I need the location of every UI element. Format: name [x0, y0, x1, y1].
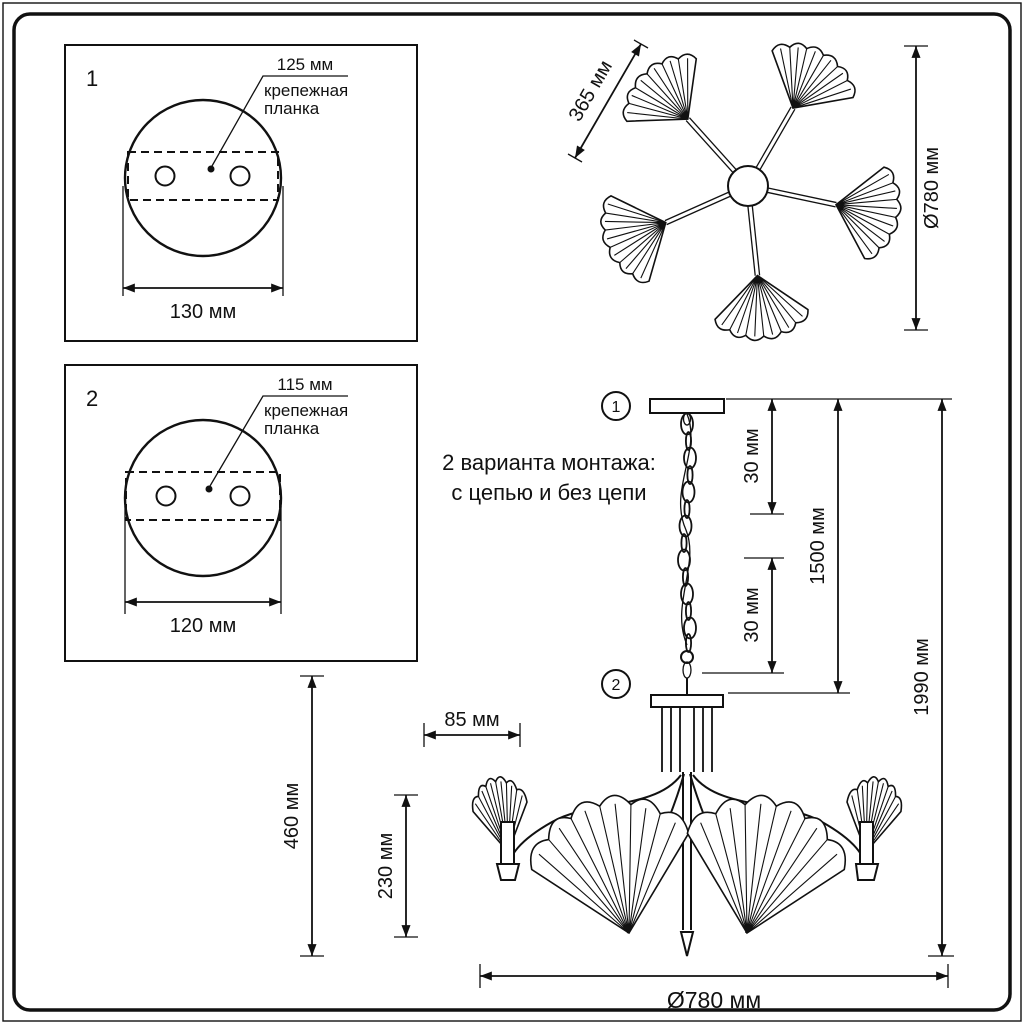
ceiling-canopy — [649, 398, 725, 414]
canopy-height-label: 30 мм — [741, 428, 763, 483]
inner-frame — [12, 12, 1012, 1012]
arm — [586, 178, 731, 293]
mount-option-2-marker — [601, 669, 631, 699]
panel-2-mounting-plate: 2 115 мм крепежная планка 120 мм — [64, 364, 418, 662]
candle — [859, 821, 874, 865]
chain-link — [682, 661, 692, 679]
body-top-plate — [650, 694, 724, 708]
hole-spacing-label-1: 125 мм — [277, 55, 333, 74]
rod-cluster — [661, 707, 713, 772]
mount-option-2-label: 2 — [612, 677, 621, 694]
body-height-label: 460 мм — [281, 783, 303, 849]
candle — [500, 821, 515, 865]
mount-option-1-label: 1 — [612, 399, 621, 416]
center-hub — [727, 165, 769, 207]
panel-1-mounting-plate: 1 125 мм крепежная планка 130 мм — [64, 44, 418, 342]
chandelier-top-view: 365 мм Ø780 мм — [565, 27, 943, 346]
screw-hole — [229, 165, 251, 187]
arm-length-label: 365 мм — [565, 57, 617, 126]
mounting-bar-dashed-1 — [127, 151, 279, 201]
ginkgo-leaf — [586, 178, 686, 293]
candle-cup — [854, 863, 880, 881]
plate-label-line1: крепежная — [264, 81, 348, 100]
arm — [709, 205, 812, 346]
offset-label: 85 мм — [444, 709, 499, 731]
leader-line — [209, 395, 348, 487]
hole-spacing-label-2: 115 мм — [277, 375, 332, 394]
leader-line — [211, 75, 348, 167]
screw-hole — [154, 165, 176, 187]
panel-1-number: 1 — [86, 66, 98, 91]
ginkgo-leaf — [825, 157, 910, 265]
side-diameter-label: Ø780 мм — [667, 987, 761, 1013]
canopy-width-label-1: 130 мм — [170, 301, 236, 323]
canopy-circle-1 — [123, 98, 283, 258]
plate-label-line2: планка — [264, 99, 320, 118]
mounting-note-line2: с цепью и без цепи — [451, 480, 646, 505]
total-height-label: 1990 мм — [911, 638, 933, 716]
ginkgo-leaf — [751, 27, 867, 133]
screw-hole — [155, 485, 177, 507]
panel-2-number: 2 — [86, 386, 98, 411]
top-diameter-label: Ø780 мм — [921, 147, 943, 229]
mounting-bar-dashed-2 — [125, 471, 281, 521]
arm — [751, 27, 867, 171]
center-dot — [205, 485, 213, 493]
finial — [679, 931, 695, 957]
mounting-note-line1: 2 варианта монтажа: — [442, 450, 656, 475]
shade-height-label: 230 мм — [375, 833, 397, 899]
ginkgo-leaf-large — [520, 781, 708, 951]
chandelier-side-view: 1 2 2 варианта монтажа: с цепью — [281, 391, 954, 1013]
canopy-width-label-2: 120 мм — [170, 615, 236, 637]
screw-hole — [229, 485, 251, 507]
center-dot — [207, 165, 215, 173]
mount-option-1-marker — [601, 391, 631, 421]
candle-cup — [495, 863, 521, 881]
hook-height-label: 30 мм — [741, 587, 763, 642]
dimension-line — [574, 43, 642, 159]
ginkgo-leaf-large — [669, 781, 857, 951]
arm — [766, 157, 910, 265]
arm — [608, 38, 737, 174]
plate-label-line1: крепежная — [264, 401, 348, 420]
canopy-circle-2 — [123, 418, 283, 578]
chain-length-label: 1500 мм — [807, 507, 829, 585]
ginkgo-leaf — [608, 38, 724, 152]
plate-label-line2: планка — [264, 419, 320, 438]
ginkgo-leaf — [709, 269, 812, 346]
chain-ring — [680, 650, 694, 664]
